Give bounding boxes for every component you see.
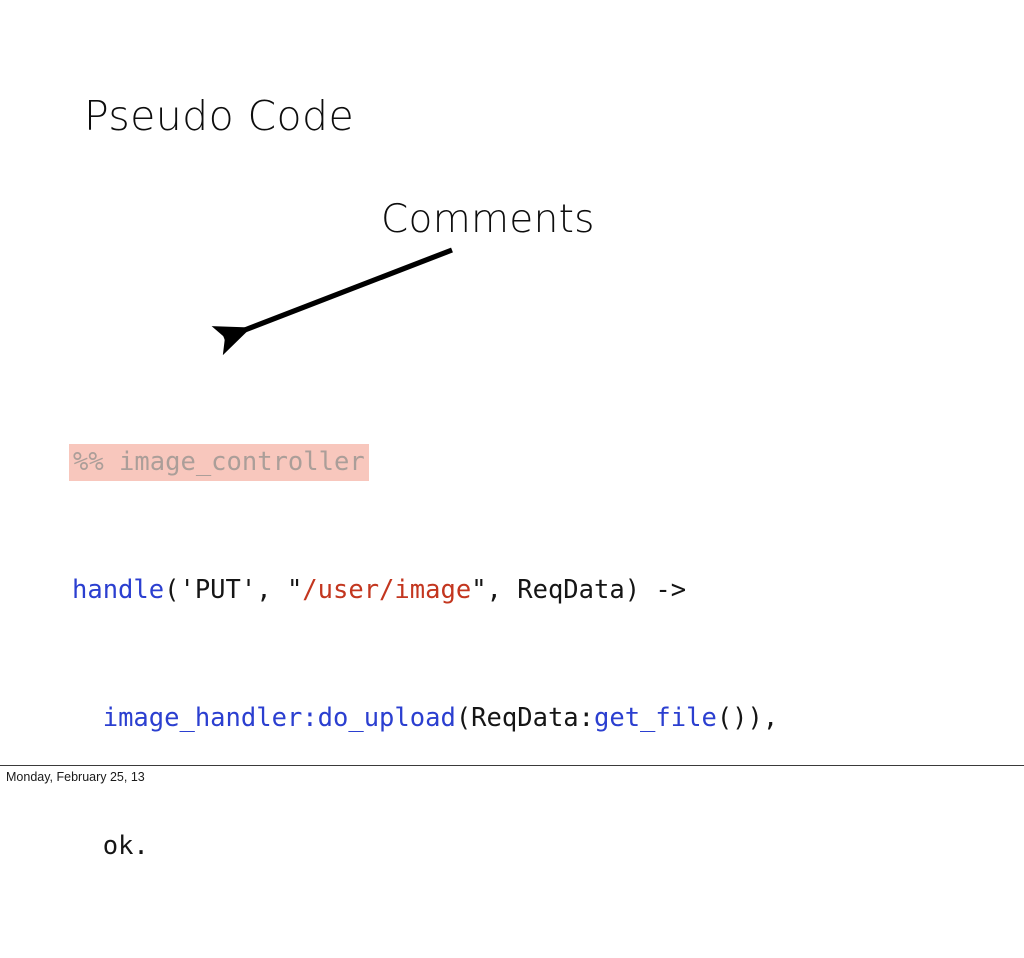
arrow-down-left-icon bbox=[211, 247, 453, 356]
code-comment-token: %% image_controller bbox=[69, 444, 369, 481]
callout-label-comments: Comments bbox=[381, 197, 595, 242]
code-function-handle: handle bbox=[72, 575, 165, 605]
code-block: %% image_controller handle('PUT', "/user… bbox=[69, 350, 779, 958]
footer-divider bbox=[0, 765, 1024, 766]
code-line-handle: handle('PUT', "/user/image", ReqData) -> bbox=[72, 574, 778, 606]
page-title: Pseudo Code bbox=[84, 92, 355, 140]
code-line-call: image_handler:do_upload(ReqData:get_file… bbox=[72, 702, 779, 734]
code-tail-handle: ", ReqData) -> bbox=[471, 575, 687, 605]
code-indent-ok bbox=[72, 831, 103, 861]
footer-date: Monday, February 25, 13 bbox=[6, 770, 145, 784]
code-line-comment: %% image_controller bbox=[69, 444, 778, 481]
code-function-do-upload: image_handler:do_upload bbox=[102, 703, 456, 733]
code-atom-ok: ok. bbox=[102, 831, 149, 861]
code-indent-call bbox=[72, 703, 103, 733]
code-line-ok: ok. bbox=[72, 830, 778, 862]
code-string-path: /user/image bbox=[302, 575, 472, 605]
code-tail-call: ()), bbox=[716, 703, 779, 733]
code-punct-open-handle: ('PUT', " bbox=[164, 575, 303, 605]
code-function-get-file: get_file bbox=[594, 703, 717, 733]
code-punct-open-call: (ReqData: bbox=[455, 703, 594, 733]
slide-canvas: Pseudo Code Comments %% image_controller… bbox=[69, 92, 779, 861]
